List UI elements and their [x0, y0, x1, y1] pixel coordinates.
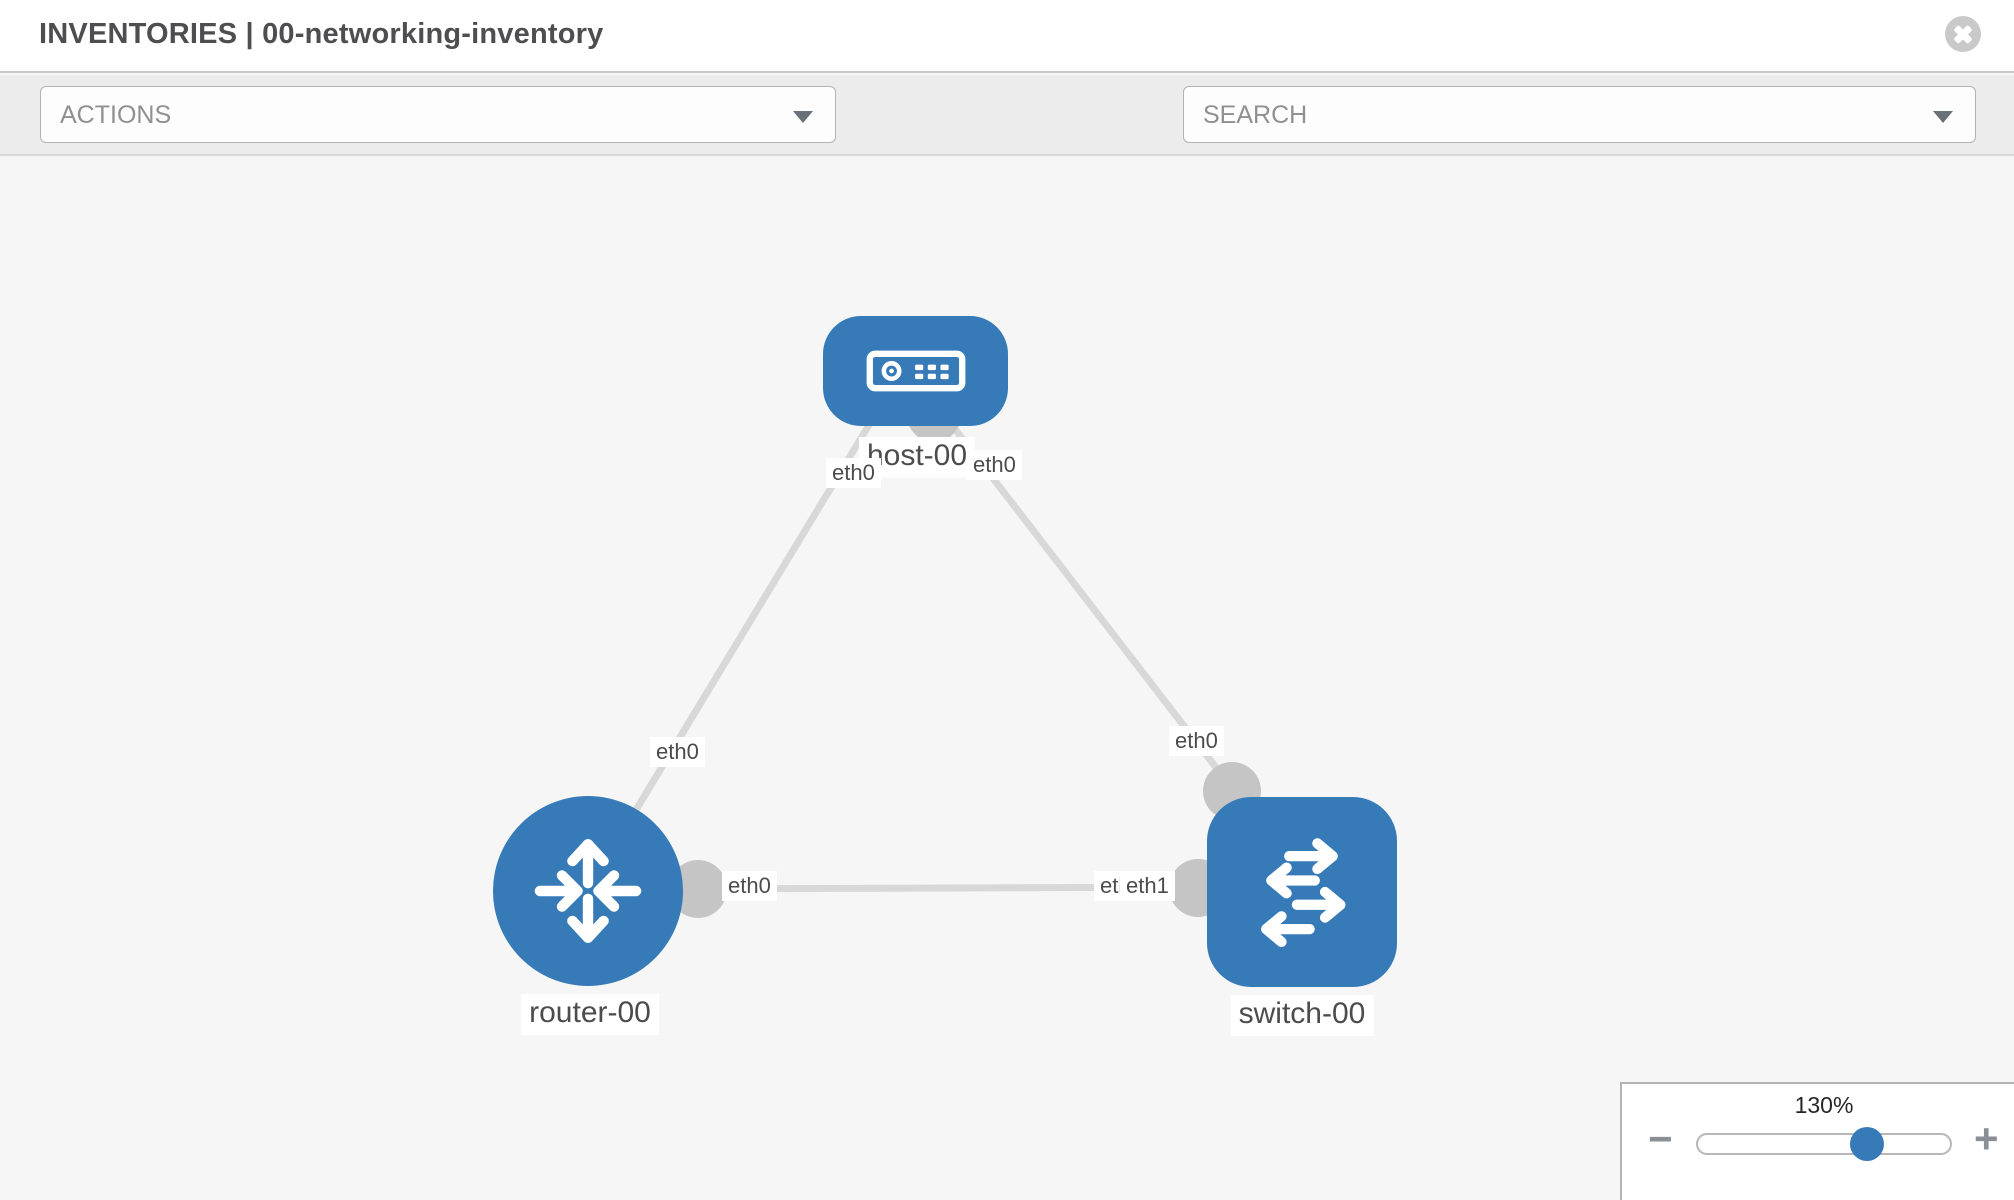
iface-label-router-eth0-right: eth0: [722, 871, 777, 902]
zoom-slider-thumb[interactable]: [1850, 1127, 1884, 1161]
close-icon[interactable]: [1945, 16, 1981, 52]
iface-label-host-eth0-left: eth0: [826, 458, 881, 489]
router-icon: [534, 839, 642, 943]
chevron-down-icon: [1933, 111, 1953, 123]
zoom-panel: 130% − +: [1620, 1082, 2014, 1200]
search-input[interactable]: SEARCH: [1183, 86, 1976, 143]
node-label-router-00: router-00: [521, 994, 659, 1035]
iface-label-router-eth0-top: eth0: [650, 737, 705, 768]
node-switch-00[interactable]: [1207, 797, 1397, 987]
chevron-down-icon: [793, 111, 813, 123]
node-label-switch-00: switch-00: [1230, 995, 1374, 1036]
zoom-out-button[interactable]: −: [1648, 1115, 1673, 1162]
page-title: INVENTORIES | 00-networking-inventory: [39, 18, 604, 50]
links-layer: [619, 388, 1261, 918]
switch-icon: [1261, 838, 1346, 948]
topology-canvas[interactable]: host-00 router-00 switch-00 eth0 eth0 et…: [0, 157, 2014, 1200]
iface-label-switch-eth1: eth1: [1120, 871, 1175, 902]
connector-router-right: [669, 860, 727, 918]
iface-label-switch-eth0-top: eth0: [1169, 726, 1224, 757]
search-placeholder: SEARCH: [1203, 101, 1308, 129]
actions-dropdown-label: ACTIONS: [60, 101, 172, 129]
zoom-slider[interactable]: [1696, 1127, 1952, 1161]
actions-dropdown[interactable]: ACTIONS: [40, 86, 836, 143]
iface-label-host-eth0-right: eth0: [967, 450, 1022, 481]
toolbar: ACTIONS SEARCH: [0, 75, 2014, 211]
header: INVENTORIES | 00-networking-inventory: [0, 0, 2014, 73]
zoom-in-button[interactable]: +: [1974, 1115, 1999, 1162]
zoom-percentage: 130%: [1794, 1092, 1854, 1118]
node-router-00[interactable]: [493, 796, 683, 986]
node-host-00[interactable]: [823, 316, 1008, 426]
host-icon: [866, 350, 965, 392]
